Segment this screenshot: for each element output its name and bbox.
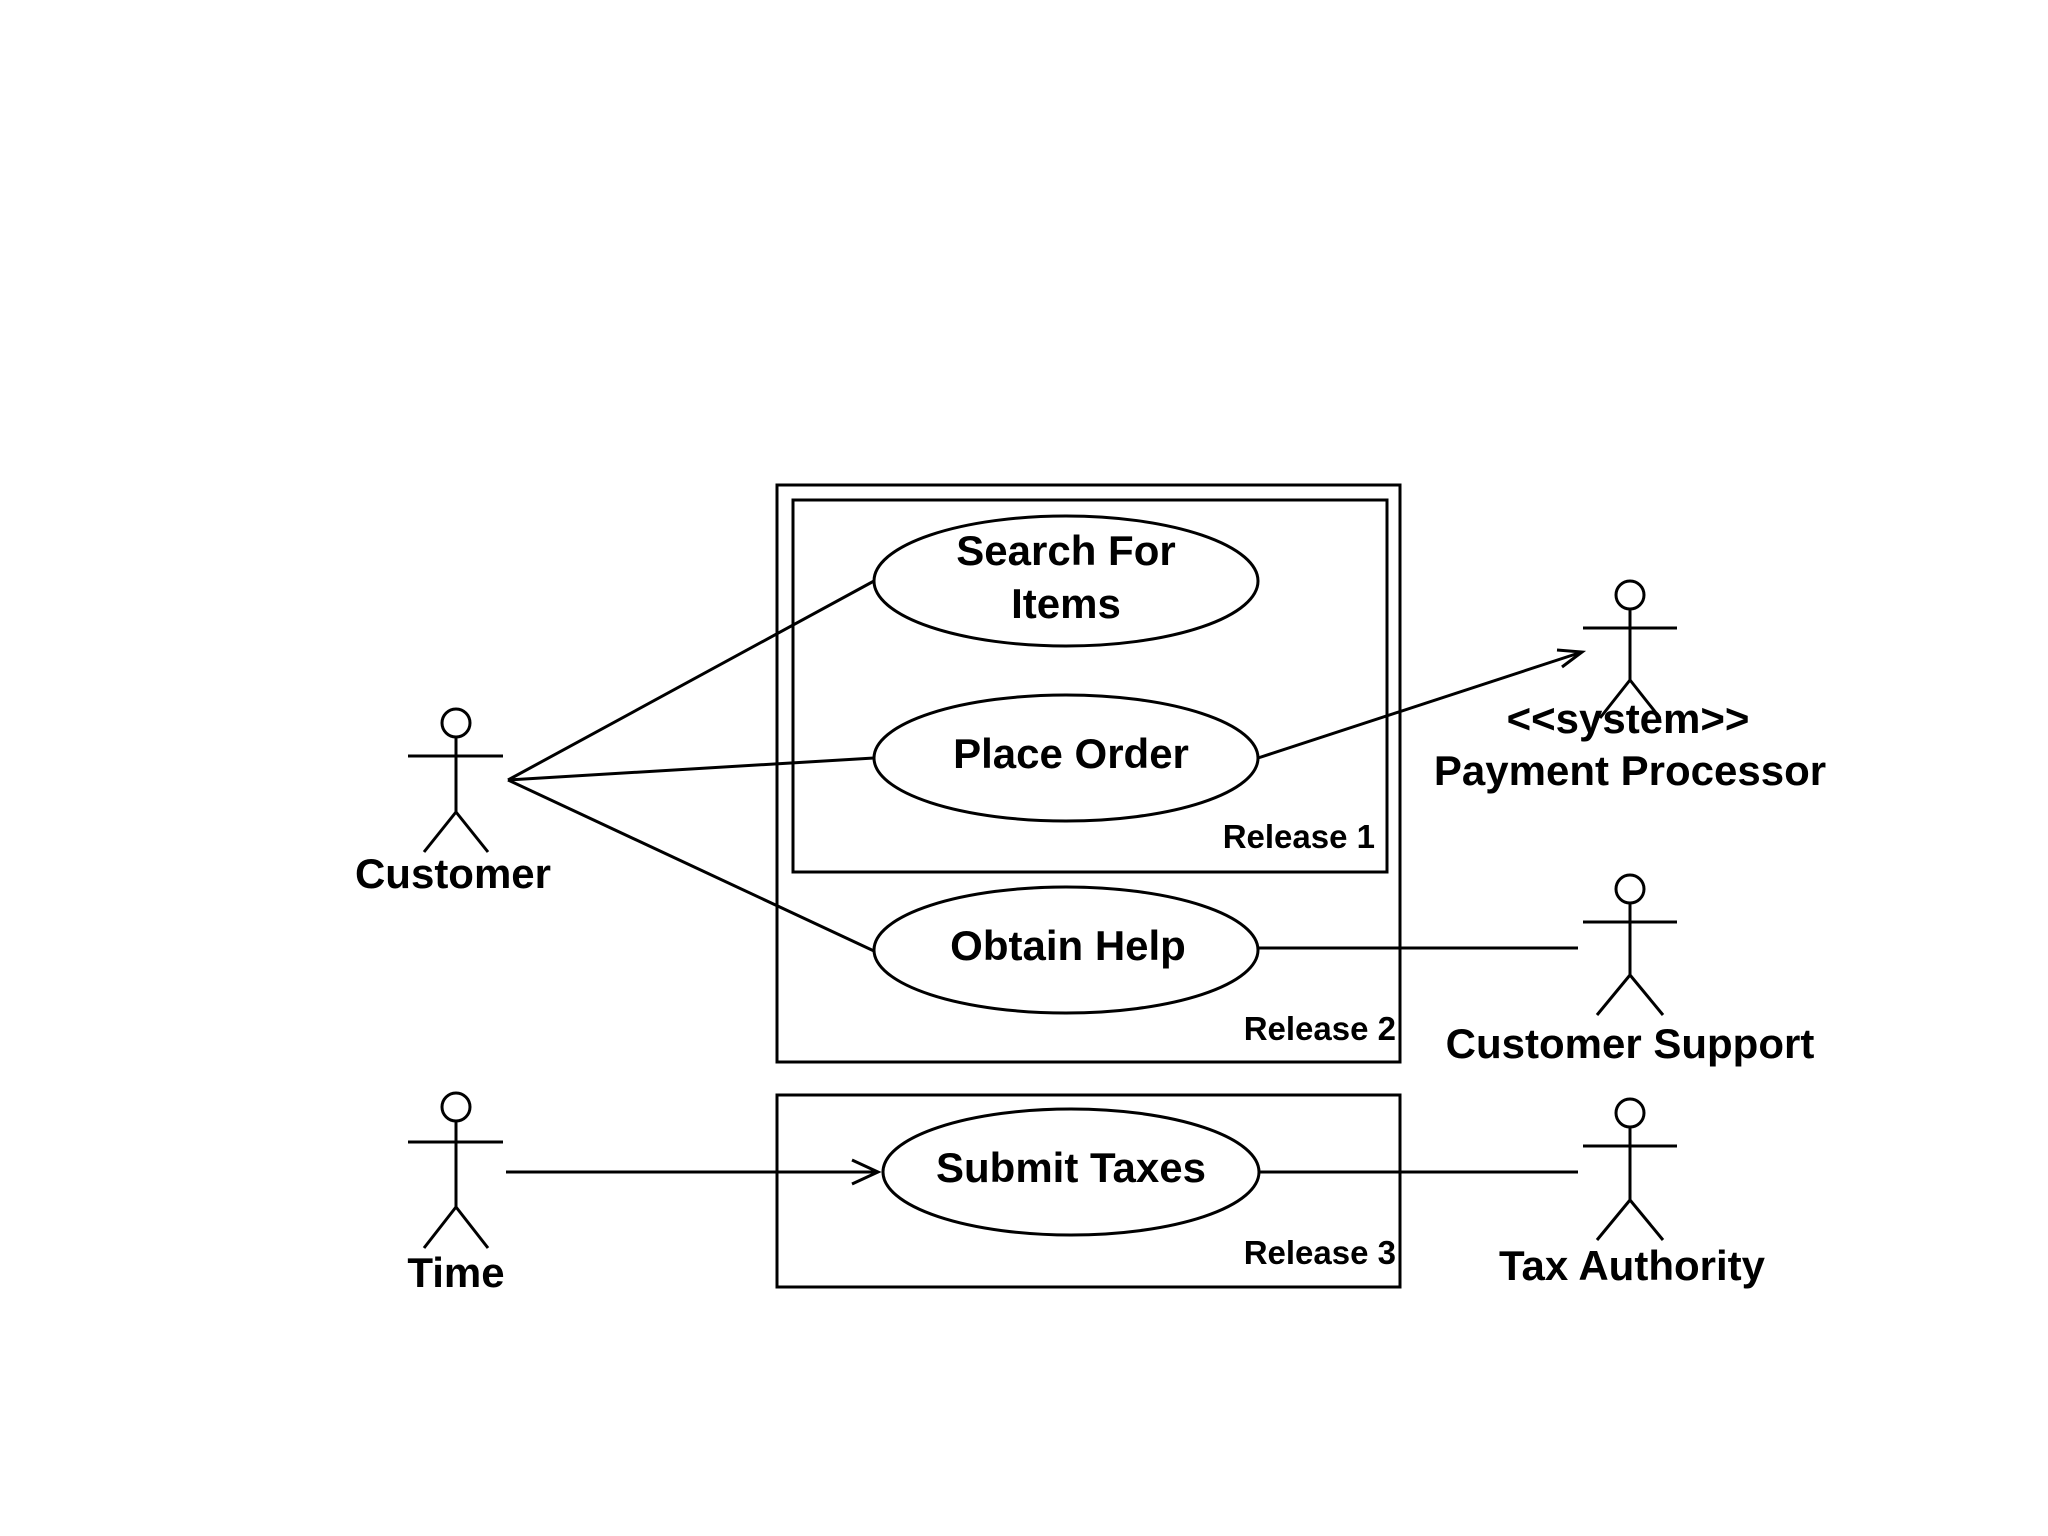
use-case-search-label-1: Search For xyxy=(956,527,1175,574)
release-1-boundary xyxy=(791,498,1389,874)
actor-payment-processor[interactable] xyxy=(1583,579,1677,719)
actor-payment-processor-label: Payment Processor xyxy=(1434,747,1826,794)
use-case-place-order-label: Place Order xyxy=(953,730,1189,777)
actor-customer-support-label: Customer Support xyxy=(1446,1020,1815,1067)
actor-customer[interactable] xyxy=(408,707,503,853)
assoc-customer-search xyxy=(507,579,875,782)
use-case-place-order[interactable] xyxy=(872,693,1260,823)
actor-time-label: Time xyxy=(407,1249,504,1296)
use-case-obtain-help[interactable] xyxy=(872,885,1260,1015)
release-2-label: Release 2 xyxy=(1244,1010,1396,1047)
release-2-boundary xyxy=(775,483,1402,1064)
actor-payment-stereotype: <<system>> xyxy=(1507,695,1750,742)
assoc-place-order-payment xyxy=(1257,650,1583,760)
release-1-label: Release 1 xyxy=(1223,818,1375,855)
actor-customer-support[interactable] xyxy=(1583,873,1677,1016)
actor-tax-authority-label: Tax Authority xyxy=(1499,1242,1766,1289)
use-case-obtain-help-label: Obtain Help xyxy=(950,922,1186,969)
use-case-submit-taxes-label: Submit Taxes xyxy=(936,1144,1206,1191)
use-case-submit-taxes[interactable] xyxy=(881,1107,1261,1237)
assoc-customer-place-order xyxy=(507,756,875,782)
use-case-search-items[interactable] xyxy=(872,514,1260,648)
release-3-boundary xyxy=(775,1093,1402,1289)
release-3-label: Release 3 xyxy=(1244,1234,1396,1271)
actor-customer-label: Customer xyxy=(355,850,551,897)
assoc-customer-obtain-help xyxy=(507,778,875,953)
actor-tax-authority[interactable] xyxy=(1583,1097,1677,1241)
arrowhead-submit-taxes xyxy=(851,1158,882,1186)
arrowhead-payment xyxy=(1556,648,1587,669)
use-case-search-label-2: Items xyxy=(1011,580,1121,627)
actor-time[interactable] xyxy=(408,1091,503,1249)
